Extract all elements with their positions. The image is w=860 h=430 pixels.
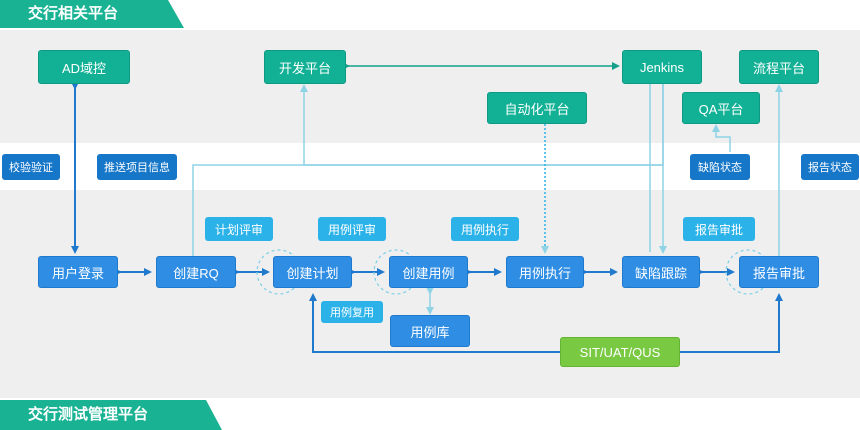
defect-status-tag: 缺陷状态 [690,154,750,180]
flow-platform-node[interactable]: 流程平台 [739,50,819,84]
push-project-info-tag: 推送项目信息 [97,154,177,180]
environment-node[interactable]: SIT/UAT/QUS [560,337,680,367]
create-plan-node[interactable]: 创建计划 [273,256,352,288]
case-library-node[interactable]: 用例库 [390,315,470,347]
plan-review-tag: 计划评审 [205,217,273,241]
user-login-node[interactable]: 用户登录 [38,256,118,288]
case-reuse-tag: 用例复用 [321,301,383,323]
case-execution-tag: 用例执行 [451,217,519,241]
related-platforms-banner: 交行相关平台 [0,0,184,28]
defect-tracking-node[interactable]: 缺陷跟踪 [622,256,700,288]
create-rq-node[interactable]: 创建RQ [156,256,236,288]
report-status-tag: 报告状态 [801,154,859,180]
create-case-node[interactable]: 创建用例 [389,256,468,288]
test-platform-banner: 交行测试管理平台 [0,400,222,430]
case-review-tag: 用例评审 [318,217,386,241]
report-approval-node[interactable]: 报告审批 [739,256,819,288]
report-review-tag: 报告审批 [683,217,755,241]
dev-platform-node[interactable]: 开发平台 [264,50,346,84]
ad-domain-node[interactable]: AD域控 [38,50,130,84]
case-execution-node[interactable]: 用例执行 [506,256,584,288]
automation-platform-node[interactable]: 自动化平台 [487,92,587,124]
jenkins-node[interactable]: Jenkins [622,50,702,84]
qa-platform-node[interactable]: QA平台 [682,92,760,124]
verify-tag: 校验验证 [2,154,60,180]
